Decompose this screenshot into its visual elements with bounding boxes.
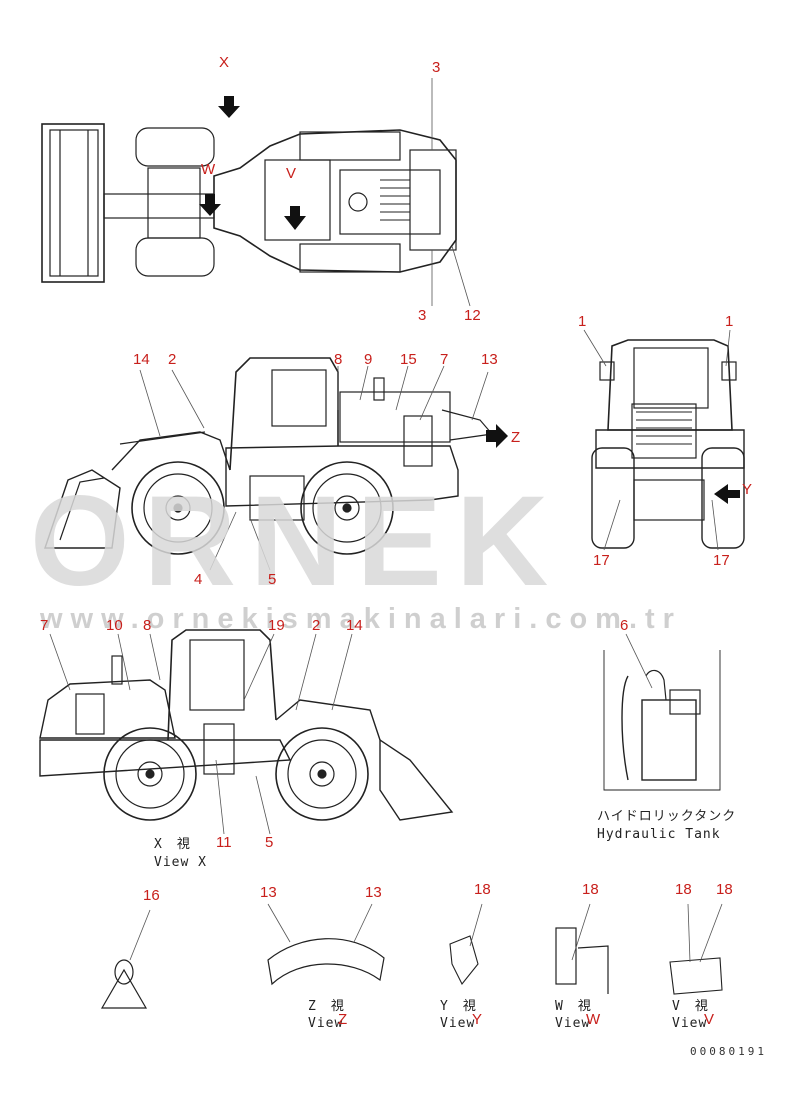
view-v-letter: V	[704, 1011, 715, 1028]
view-w-caption-jp: W 視	[555, 999, 592, 1014]
view-x-caption-jp: X 視	[154, 837, 191, 852]
callout-7: 7	[440, 351, 449, 368]
callout-1: 1	[725, 313, 734, 330]
callout-18: 18	[474, 881, 491, 898]
callout-1: 1	[578, 313, 587, 330]
callout-18: 18	[675, 881, 692, 898]
view-x-caption-en: View X	[154, 855, 207, 870]
view-z-caption-jp: Z 視	[308, 999, 345, 1014]
callout-2: 2	[168, 351, 177, 368]
left-side-view-drawing	[44, 357, 508, 571]
watermark-brand: ORNEK	[30, 470, 563, 613]
view-y-letter: Y	[472, 1011, 483, 1028]
callout-9: 9	[364, 351, 373, 368]
callout-13: 13	[481, 351, 498, 368]
callout-4: 4	[194, 571, 203, 588]
rear-view-drawing	[583, 329, 745, 551]
callout-8: 8	[334, 351, 343, 368]
callout-11: 11	[216, 834, 232, 851]
callout-15: 15	[400, 351, 417, 368]
callout-3: 3	[432, 59, 441, 76]
callout-5: 5	[268, 571, 277, 588]
document-number: 00080191	[690, 1045, 767, 1058]
view-marker-v: V	[286, 165, 297, 182]
view-y-caption-jp: Y 視	[440, 999, 477, 1014]
view-v-caption-en: View	[672, 1016, 708, 1031]
right-side-view-drawing	[39, 629, 454, 835]
callout-12: 12	[464, 307, 481, 324]
view-w-caption-en: View	[555, 1016, 591, 1031]
callout-17: 17	[593, 552, 610, 569]
callout-18: 18	[582, 881, 599, 898]
callout-7: 7	[40, 617, 49, 634]
hydraulic-tank-drawing	[603, 633, 721, 791]
callout-14: 14	[133, 351, 150, 368]
detail-views-drawing	[100, 903, 723, 1009]
callout-17: 17	[713, 552, 730, 569]
callout-14: 14	[346, 617, 363, 634]
view-marker-y: Y	[742, 481, 753, 498]
callout-16: 16	[143, 887, 160, 904]
view-v-caption-jp: V 視	[672, 999, 709, 1014]
callout-5: 5	[265, 834, 274, 851]
callout-10: 10	[106, 617, 123, 634]
callout-6: 6	[620, 617, 629, 634]
view-z-letter: Z	[338, 1011, 348, 1028]
hydraulic-tank-caption-en: Hydraulic Tank	[597, 827, 721, 842]
callout-2: 2	[312, 617, 321, 634]
view-marker-x: X	[219, 54, 230, 71]
callout-13: 13	[260, 884, 277, 901]
view-w-letter: W	[586, 1011, 601, 1028]
callout-3: 3	[418, 307, 427, 324]
callout-18: 18	[716, 881, 733, 898]
callout-19: 19	[268, 617, 285, 634]
callout-13: 13	[365, 884, 382, 901]
view-marker-z: Z	[511, 429, 521, 446]
hydraulic-tank-caption-jp: ハイドロリックタンク	[597, 809, 737, 824]
watermark-url: www.ornekismakinalari.com.tr	[40, 603, 682, 635]
view-marker-w: W	[201, 161, 216, 178]
view-y-caption-en: View	[440, 1016, 476, 1031]
view-z-caption-en: View	[308, 1016, 344, 1031]
callout-8: 8	[143, 617, 152, 634]
top-view-drawing	[41, 78, 471, 307]
